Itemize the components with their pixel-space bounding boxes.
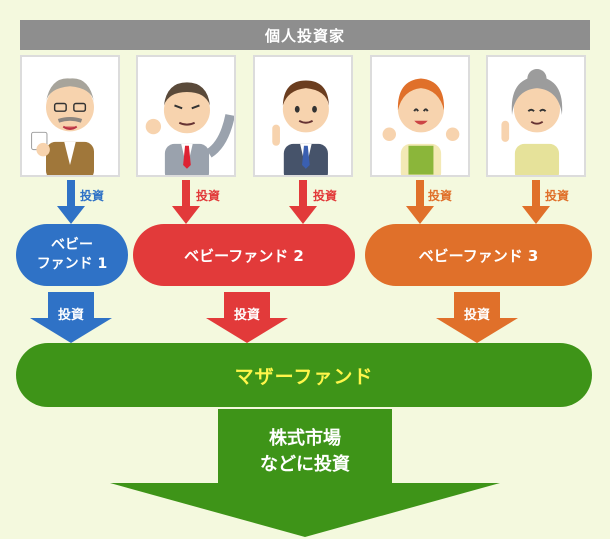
- investor-portrait-1: [20, 55, 120, 177]
- investor-2-arrow: [172, 180, 200, 224]
- baby-fund-1: ベビー ファンド 1: [16, 224, 128, 286]
- mother-fund: マザーファンド: [16, 343, 592, 407]
- elderly-woman-icon: [501, 68, 563, 175]
- baby-fund-3: ベビーファンド 3: [365, 224, 592, 286]
- market-investment-line2: などに投資: [260, 454, 350, 475]
- market-investment-text: 株式市場 などに投資: [200, 426, 410, 478]
- elderly-man-with-cup-icon: [31, 78, 94, 175]
- baby-fund-3-arrow: [436, 292, 518, 343]
- baby-fund-1-line2: ファンド 1: [36, 256, 108, 272]
- baby-fund-2: ベビーファンド 2: [133, 224, 355, 286]
- baby-fund-3-arrow-label: 投資: [463, 308, 490, 323]
- investor-portrait-5: [486, 55, 586, 177]
- investors-header-title: 個人投資家: [264, 26, 345, 45]
- market-investment-line1: 株式市場: [269, 428, 341, 449]
- investor-1-arrow-label: 投資: [80, 189, 105, 203]
- woman-cheering-icon: [382, 78, 460, 175]
- young-man-pointing-icon: [272, 80, 329, 175]
- mother-fund-label: マザーファンド: [234, 365, 374, 388]
- investor-4-arrow: [406, 180, 434, 224]
- investor-portrait-4: [370, 55, 470, 177]
- investor-3-arrow: [289, 180, 317, 224]
- investor-portrait-3: [253, 55, 353, 177]
- baby-fund-2-arrow: [206, 292, 288, 343]
- investor-4-arrow-label: 投資: [428, 189, 453, 203]
- baby-fund-1-line1: ベビー: [51, 237, 93, 253]
- investor-3-arrow-label: 投資: [313, 189, 338, 203]
- man-raising-fist-icon: [145, 82, 234, 175]
- baby-fund-1-arrow-label: 投資: [57, 308, 84, 323]
- baby-fund-1-arrow: [30, 292, 112, 343]
- investor-5-arrow: [522, 180, 550, 224]
- investor-5-arrow-label: 投資: [545, 189, 570, 203]
- baby-fund-3-label: ベビーファンド 3: [418, 246, 539, 265]
- baby-fund-2-label: ベビーファンド 2: [184, 246, 304, 265]
- baby-fund-2-arrow-label: 投資: [233, 308, 260, 323]
- investor-2-arrow-label: 投資: [196, 189, 221, 203]
- investor-1-arrow: [57, 180, 85, 224]
- market-investment-arrow: [110, 409, 500, 537]
- investor-portrait-2: [136, 55, 236, 177]
- investors-header: 個人投資家: [20, 20, 590, 50]
